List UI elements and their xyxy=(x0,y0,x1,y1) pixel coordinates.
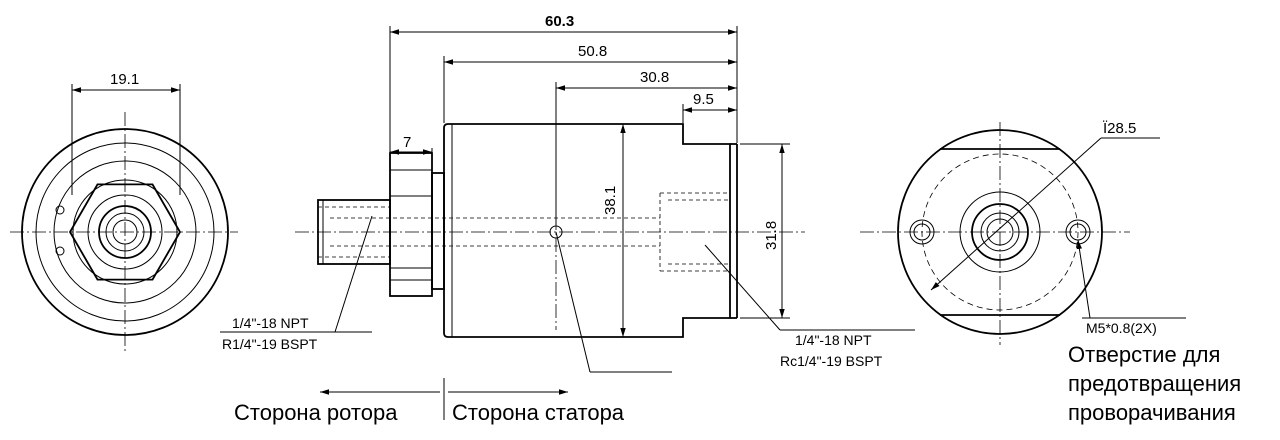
anti-rotation-caption-2: предотвращения xyxy=(1068,371,1241,396)
port-depth-label: 30.8 xyxy=(640,69,669,86)
body-diameter-label: 38.1 xyxy=(602,186,619,215)
rotor-side-caption: Сторона ротора xyxy=(234,400,398,425)
anti-rotation-caption-3: проворачивания xyxy=(1068,400,1236,425)
rotor-thread-bspt: R1/4"-19 BSPT xyxy=(222,336,318,352)
nut-width-label: 7 xyxy=(403,134,411,151)
body-length-label: 50.8 xyxy=(578,43,607,60)
stator-step-label: 9.5 xyxy=(693,91,714,108)
stator-end-view xyxy=(860,122,1186,345)
hex-width-label: 19.1 xyxy=(110,71,139,88)
bolt-circle-label: Ï28.5 xyxy=(1103,120,1136,137)
stator-diameter-label: 31.8 xyxy=(763,221,780,250)
stator-thread-npt: 1/4"-18 NPT xyxy=(795,332,872,348)
stator-thread-bspt: Rc1/4"-19 BSPT xyxy=(780,353,883,369)
overall-length-label: 60.3 xyxy=(545,13,574,30)
rotor-thread-npt: 1/4"-18 NPT xyxy=(232,315,309,331)
stator-side-caption: Сторона статора xyxy=(452,400,625,425)
side-view xyxy=(220,26,915,420)
mount-hole-label: M5*0.8(2X) xyxy=(1086,320,1157,336)
anti-rotation-caption-1: Отверстие для xyxy=(1068,342,1220,367)
rotor-end-view xyxy=(10,84,238,352)
